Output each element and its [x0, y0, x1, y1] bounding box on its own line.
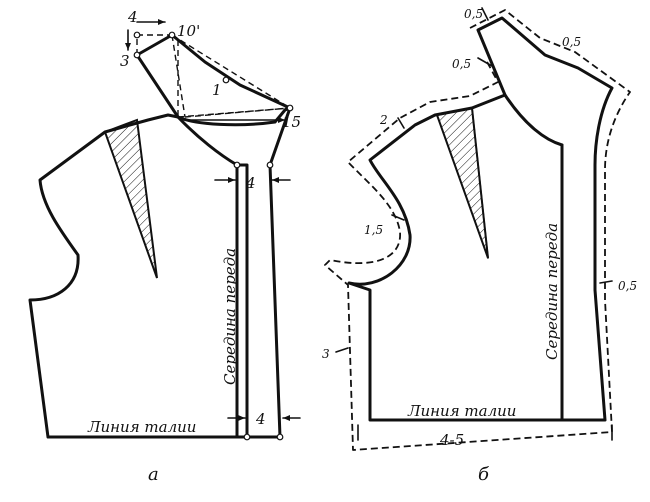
point-3 — [133, 51, 141, 59]
bust-dart-a — [103, 118, 158, 279]
seam-label-armhole-lower: 1,5 — [364, 223, 383, 237]
bodice-outline-a — [28, 113, 249, 439]
diagram-a: 4 3 10' 1 15 4 4 Линия талии Середина пе… — [28, 8, 301, 485]
construction-lines-a — [136, 34, 291, 118]
label-point-15: 15 — [282, 113, 301, 131]
point-15 — [286, 104, 294, 112]
point-1 — [222, 76, 230, 84]
label-point-4: 4 — [127, 8, 138, 26]
label-center-front-b: Середина переда — [543, 223, 561, 360]
point-waist-right — [276, 433, 284, 441]
neckline-a — [176, 106, 292, 167]
point-10 — [168, 31, 176, 39]
dim-neck-extension: 4 — [245, 174, 256, 192]
seam-allowance-outline-b — [324, 9, 631, 451]
point-4-top — [133, 31, 141, 39]
seam-label-shoulder-top: 0,5 — [562, 35, 581, 49]
hem-bracket-b — [357, 424, 613, 441]
diagram-b: 0,5 0,5 0,5 2 1,5 3 0,5 4-5 Линия талии … — [322, 7, 637, 485]
label-point-10: 10' — [177, 22, 200, 40]
seam-label-neck-top: 0,5 — [464, 7, 483, 21]
dim-waist-extension: 4 — [255, 410, 266, 428]
caption-b: б — [478, 464, 490, 485]
caption-a: а — [148, 464, 159, 485]
center-front-extension-a — [235, 163, 282, 439]
shoulder-piece-a — [135, 33, 292, 110]
label-center-front-a: Середина переда — [221, 248, 239, 385]
point-neck-left — [233, 161, 241, 169]
seam-label-neck-side: 0,5 — [452, 57, 471, 71]
seam-ticks-b — [335, 7, 613, 353]
label-point-3: 3 — [120, 52, 130, 70]
seam-label-center-front: 0,5 — [618, 279, 637, 293]
point-neck-right — [266, 161, 274, 169]
label-point-1: 1 — [212, 81, 222, 99]
seam-label-hem: 4-5 — [439, 431, 464, 449]
point-waist-left — [243, 433, 251, 441]
shoulder-piece-lower-a — [135, 53, 180, 119]
label-waist-line-a: Линия талии — [87, 418, 196, 436]
seam-label-armhole-upper: 2 — [379, 113, 388, 127]
label-waist-line-b: Линия талии — [407, 402, 516, 420]
seam-label-side: 3 — [322, 347, 330, 361]
neckline-b — [503, 93, 564, 147]
dart-center-b — [471, 107, 489, 259]
bodice-outline-b — [347, 16, 614, 422]
